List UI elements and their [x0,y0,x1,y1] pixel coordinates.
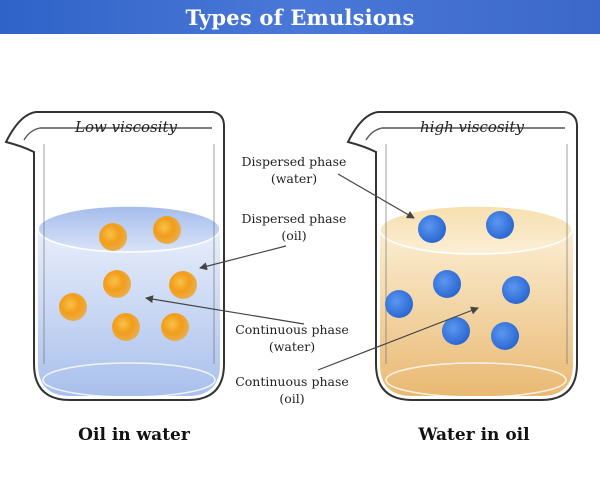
water-bottom [42,362,216,398]
callout-line2: (water) [269,339,315,354]
caption-water-in-oil: Water in oil [417,425,530,445]
callout-line2: (water) [271,171,317,186]
callout-continuous-oil: Continuous phase (oil) [235,306,479,406]
oil-droplet [112,313,140,341]
beaker-oil-in-water: Low viscosity Oil in water [4,111,225,445]
water-surface [37,205,221,253]
oil-droplet [169,271,197,299]
water-droplet [442,317,470,345]
callout-dispersed-oil: Dispersed phase (oil) [199,211,347,271]
page-title: Types of Emulsions [185,4,415,30]
caption-oil-in-water: Oil in water [78,425,191,445]
callout-arrow [199,245,287,271]
callout-arrow [317,306,479,371]
callout-dispersed-water: Dispersed phase (water) [242,154,415,219]
oil-droplet [161,313,189,341]
beaker-water-in-oil: high viscosity Water in oil [346,111,578,445]
water-liquid [38,229,220,396]
beaker-rim-right [365,127,565,141]
water-droplet [486,211,514,239]
callout-line1: Dispersed phase [242,154,347,169]
emulsion-diagram: Low viscosity Oil in water high viscosit… [4,111,578,445]
oil-droplet [99,223,127,251]
beaker-label-right: high viscosity [420,118,524,136]
callout-arrow [337,173,415,219]
callout-line1: Continuous phase [235,322,349,337]
callout-arrow [145,295,305,325]
water-droplet [502,276,530,304]
title-bar: Types of Emulsions [0,0,600,34]
beaker-glass-right [346,111,578,401]
oil-surface [379,205,573,255]
callout-line1: Continuous phase [235,374,349,389]
callout-line2: (oil) [279,391,304,406]
oil-bottom [385,362,567,398]
beaker-rim-left [23,127,212,141]
beaker-label-left: Low viscosity [74,118,178,136]
oil-droplet [103,270,131,298]
oil-droplet [59,293,87,321]
water-droplet [418,215,446,243]
callout-line1: Dispersed phase [242,211,347,226]
water-droplet [433,270,461,298]
water-droplet [385,290,413,318]
callout-continuous-water: Continuous phase (water) [145,295,349,354]
water-droplet [491,322,519,350]
callout-line2: (oil) [281,228,306,243]
oil-droplet [153,216,181,244]
beaker-glass-left [4,111,225,401]
